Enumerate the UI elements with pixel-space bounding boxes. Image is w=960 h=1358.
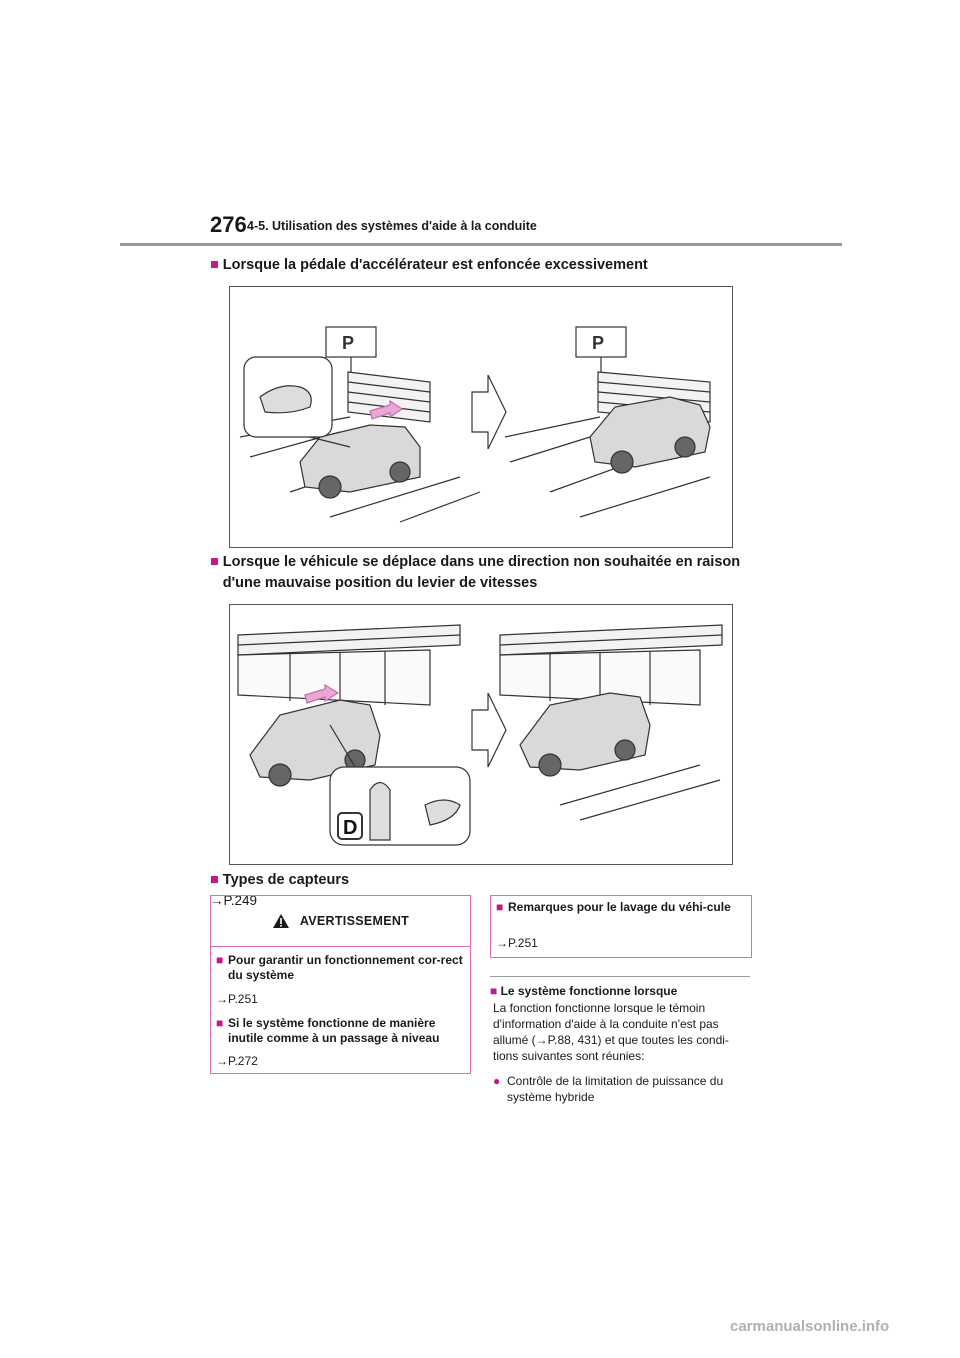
- parking-illustration: P P: [239, 326, 711, 523]
- gear-d-letter: D: [343, 817, 357, 839]
- square-bullet-icon: ■: [216, 953, 224, 967]
- warning-header: AVERTISSEMENT: [211, 896, 470, 947]
- warning-item-2: ■ Si le système fonctionne de manière in…: [216, 1016, 464, 1046]
- svg-text:P: P: [592, 333, 604, 353]
- transition-arrow-icon: [471, 692, 507, 768]
- dot-bullet-icon: ●: [493, 1074, 501, 1088]
- warning-item-1-label: Pour garantir un fonctionnement cor-rect…: [228, 953, 463, 982]
- warning-item-1-ref[interactable]: →P.251: [216, 992, 258, 1006]
- system-operates-item-1: Contrôle de la limitation de puissance d…: [507, 1074, 724, 1104]
- transition-arrow-icon: [471, 374, 507, 450]
- header-rule: [120, 243, 842, 246]
- right-column-rule: [490, 976, 750, 977]
- gear-lever-inset-icon: [329, 766, 471, 846]
- figure-store-shift-lever: D: [229, 604, 733, 865]
- section-title: 4-5. Utilisation des systèmes d'aide à l…: [247, 219, 537, 233]
- square-bullet-icon: ■: [216, 1016, 224, 1030]
- heading-sensors: ■ Types de capteurs: [210, 870, 349, 890]
- warning-triangle-icon: [272, 914, 289, 928]
- svg-text:P: P: [342, 333, 354, 353]
- store-illustration: D: [237, 624, 723, 846]
- footer-watermark: carmanualsonline.info: [730, 1318, 890, 1335]
- heading-sensors-text: Types de capteurs: [222, 872, 350, 888]
- figure-parking-acceleration: P P: [229, 286, 733, 548]
- page-number: 276: [210, 212, 247, 237]
- note-item-ref[interactable]: →P.251: [496, 936, 538, 950]
- system-operates-heading-text: Le système fonctionne lorsque: [500, 984, 678, 998]
- heading-accelerator-text: Lorsque la pédale d'accélérateur est enf…: [222, 257, 648, 273]
- square-bullet-icon: ■: [210, 554, 219, 570]
- warning-box: AVERTISSEMENT ■ Pour garantir un fonctio…: [210, 895, 471, 1074]
- heading-shift-lever: ■ Lorsque le véhicule se déplace dans un…: [210, 552, 770, 594]
- heading-accelerator: ■ Lorsque la pédale d'accélérateur est e…: [210, 255, 648, 275]
- system-operates-heading: ■ Le système fonctionne lorsque: [490, 984, 677, 998]
- system-operates-list-item: ● Contrôle de la limitation de puissance…: [493, 1073, 751, 1105]
- note-item: ■ Remarques pour le lavage du véhi-cule: [496, 900, 744, 915]
- square-bullet-icon: ■: [210, 872, 219, 888]
- system-operates-paragraph: La fonction fonctionne lorsque le témoin…: [493, 1001, 729, 1063]
- square-bullet-icon: ■: [496, 900, 504, 914]
- gear-d-badge: [337, 812, 363, 840]
- warning-title: AVERTISSEMENT: [299, 914, 410, 928]
- note-item-label: Remarques pour le lavage du véhi-cule: [508, 900, 731, 914]
- warning-item-2-label: Si le système fonctionne de manière inut…: [228, 1016, 440, 1045]
- warning-item-2-ref[interactable]: →P.272: [216, 1054, 258, 1068]
- square-bullet-icon: ■: [490, 984, 498, 998]
- square-bullet-icon: ■: [210, 257, 219, 273]
- sensors-page-ref[interactable]: →P.249: [210, 893, 258, 908]
- note-box-washing: ■ Remarques pour le lavage du véhi-cule …: [490, 895, 752, 958]
- heading-shift-lever-text: Lorsque le véhicule se déplace dans une …: [222, 554, 741, 591]
- warning-item-1: ■ Pour garantir un fonctionnement cor-re…: [216, 953, 464, 983]
